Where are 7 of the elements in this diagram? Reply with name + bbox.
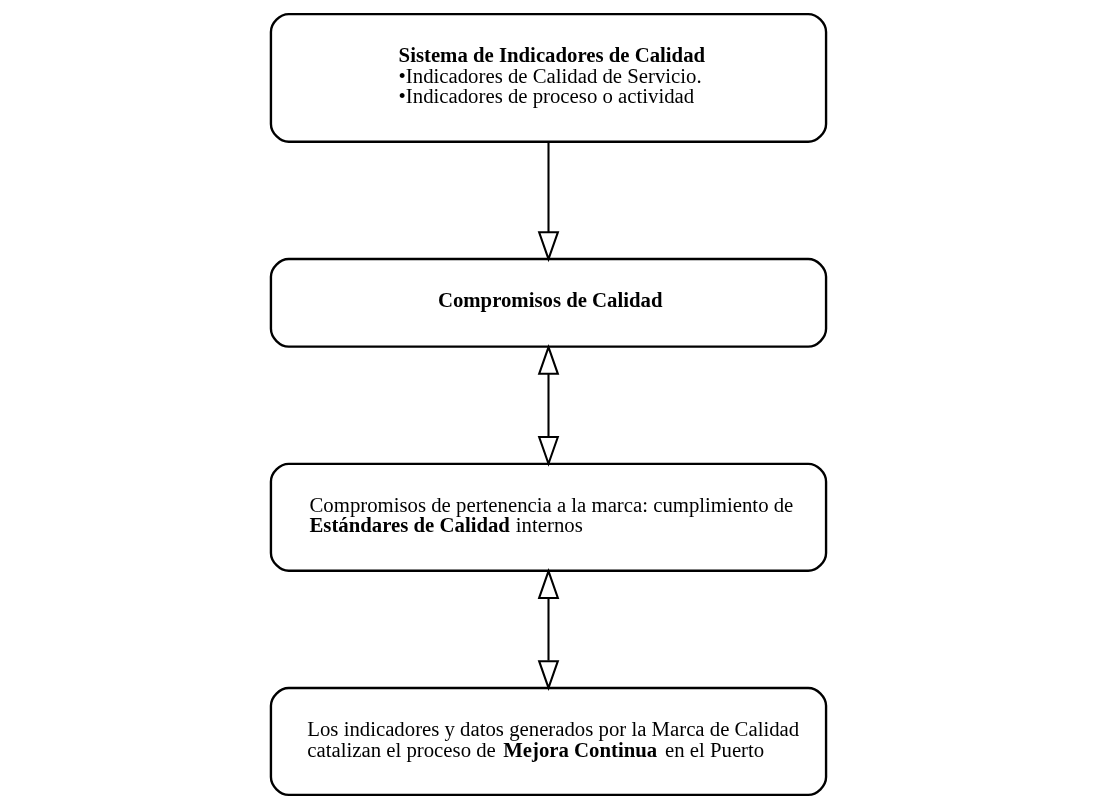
arrow: [537, 141, 559, 263]
arrow: [537, 343, 559, 467]
node-box: Los indicadores y datos generados por la Marca de Calidad catalizan el proceso de Mejora Continua en el Puerto: [269, 686, 827, 797]
node-box: Compromisos de Calidad: [269, 257, 827, 348]
arrow: [537, 568, 559, 692]
node-box: Compromisos de pertenencia a la marca: cumplimiento de Estándares de Calidad internos: [269, 462, 827, 572]
node-box: Sistema de Indicadores de Calidad •Indicadores de Calidad de Servicio. •Indicadores de proceso o actividad: [269, 12, 827, 143]
